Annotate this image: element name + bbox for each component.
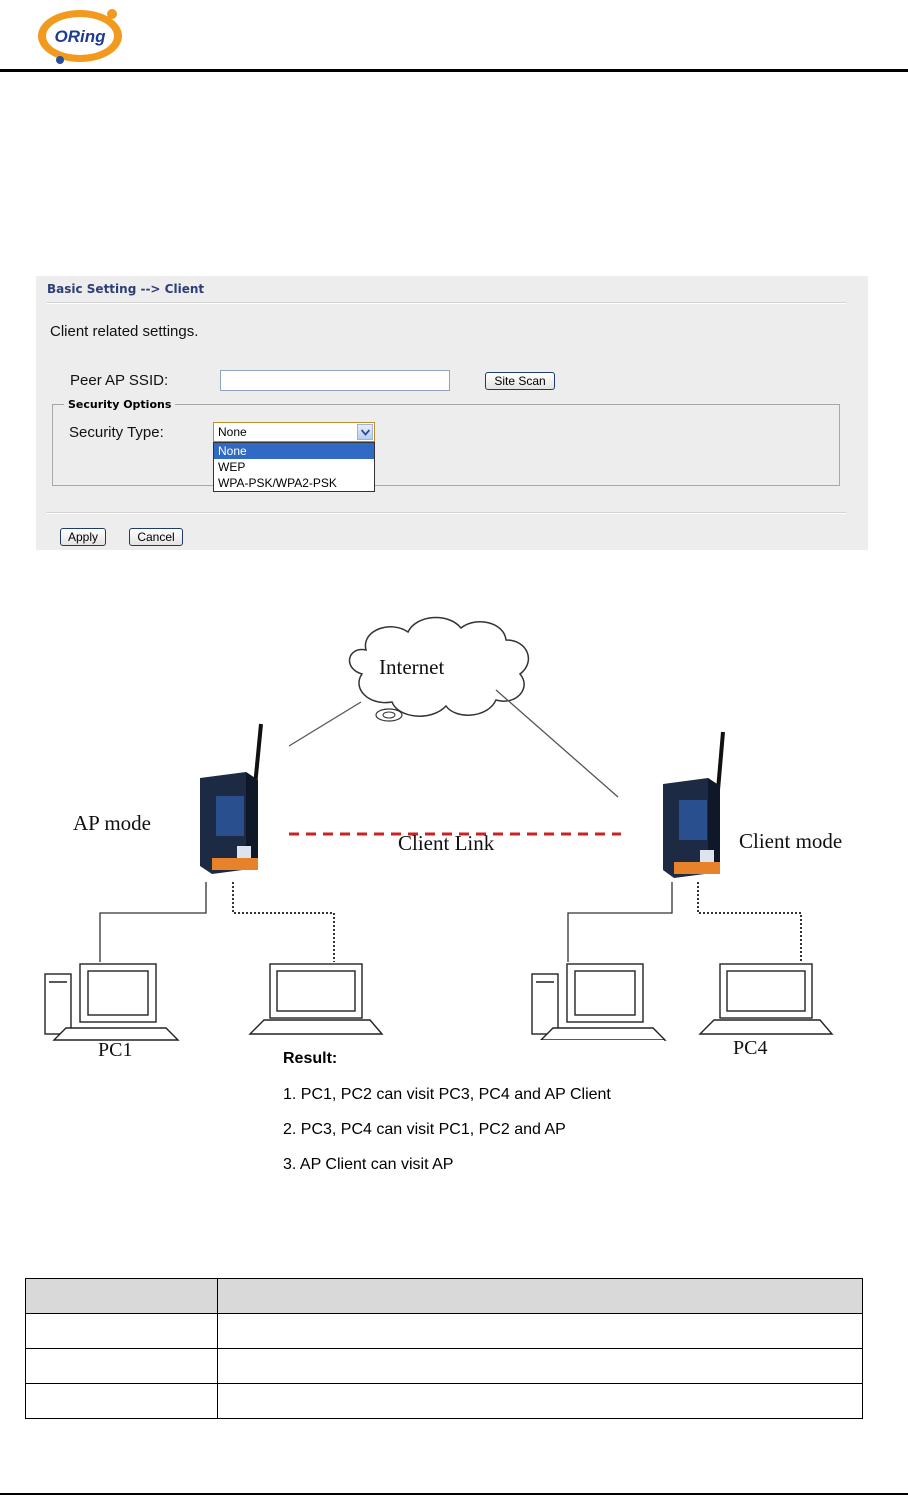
panel-description: Client related settings. — [50, 323, 199, 340]
table-cell — [217, 1313, 863, 1349]
cancel-button[interactable]: Cancel — [129, 528, 183, 546]
pc1-wired-link — [99, 882, 207, 962]
result-line-3: 3. AP Client can visit AP — [283, 1156, 454, 1173]
pc3-desktop-icon — [531, 963, 667, 1041]
oring-logo: ORing — [30, 2, 130, 68]
client-internet-link — [495, 689, 619, 798]
security-options-legend: Security Options — [64, 398, 176, 411]
logo-text: ORing — [55, 27, 107, 46]
pc4-label: PC4 — [733, 1037, 767, 1059]
table-cell — [217, 1383, 863, 1419]
client-device-icon — [663, 731, 725, 878]
ap-mode-label: AP mode — [73, 811, 151, 835]
table-cell — [25, 1348, 218, 1384]
security-type-options: None WEP WPA-PSK/WPA2-PSK — [213, 442, 375, 492]
pc2-laptop-icon — [248, 963, 384, 1035]
option-wpa-psk[interactable]: WPA-PSK/WPA2-PSK — [218, 476, 337, 490]
table-row — [25, 1313, 863, 1349]
pc2-wireless-link — [232, 882, 335, 962]
result-box — [268, 1040, 664, 1186]
security-options-group — [52, 404, 840, 486]
dropdown-arrow-icon[interactable] — [357, 424, 373, 440]
parameter-table — [25, 1278, 863, 1419]
client-link-label: Client Link — [398, 831, 495, 855]
client-mode-label: Client mode — [739, 829, 842, 853]
table-header-cell — [25, 1278, 218, 1314]
ap-device-icon — [200, 723, 263, 874]
result-title: Result: — [283, 1050, 338, 1067]
table-cell — [25, 1383, 218, 1419]
option-wep[interactable]: WEP — [218, 460, 246, 474]
divider-top — [46, 302, 846, 304]
result-line-1: 1. PC1, PC2 can visit PC3, PC4 and AP Cl… — [283, 1086, 611, 1103]
footer-rule — [0, 1493, 908, 1495]
pc1-label: PC1 — [98, 1039, 132, 1061]
table-row — [25, 1383, 863, 1419]
site-scan-button[interactable]: Site Scan — [485, 372, 555, 390]
security-type-label: Security Type: — [69, 424, 164, 441]
table-row — [25, 1348, 863, 1384]
apply-button[interactable]: Apply — [60, 528, 106, 546]
security-type-select[interactable]: None — [213, 422, 375, 442]
client-settings-panel: Basic Setting --> Client Client related … — [36, 276, 868, 550]
ap-internet-link — [288, 701, 362, 747]
breadcrumb: Basic Setting --> Client — [47, 282, 205, 296]
table-header-cell — [217, 1278, 863, 1314]
option-none[interactable]: None — [214, 443, 374, 459]
peer-ap-ssid-input[interactable] — [220, 370, 450, 391]
header-rule — [0, 69, 908, 72]
divider-bottom — [46, 512, 846, 514]
internet-label: Internet — [379, 655, 444, 679]
table-header-row — [25, 1278, 863, 1314]
table-cell — [217, 1348, 863, 1384]
peer-ap-ssid-label: Peer AP SSID: — [70, 372, 169, 389]
pc4-laptop-icon — [698, 963, 834, 1035]
security-type-value: None — [218, 425, 247, 439]
pc1-desktop-icon — [44, 963, 180, 1041]
pc3-wired-link — [567, 882, 673, 962]
table-cell — [25, 1313, 218, 1349]
internet-cloud-icon — [348, 616, 530, 722]
network-diagram: Internet Client Link AP mode Client mode — [36, 600, 866, 1200]
result-line-2: 2. PC3, PC4 can visit PC1, PC2 and AP — [283, 1121, 566, 1138]
